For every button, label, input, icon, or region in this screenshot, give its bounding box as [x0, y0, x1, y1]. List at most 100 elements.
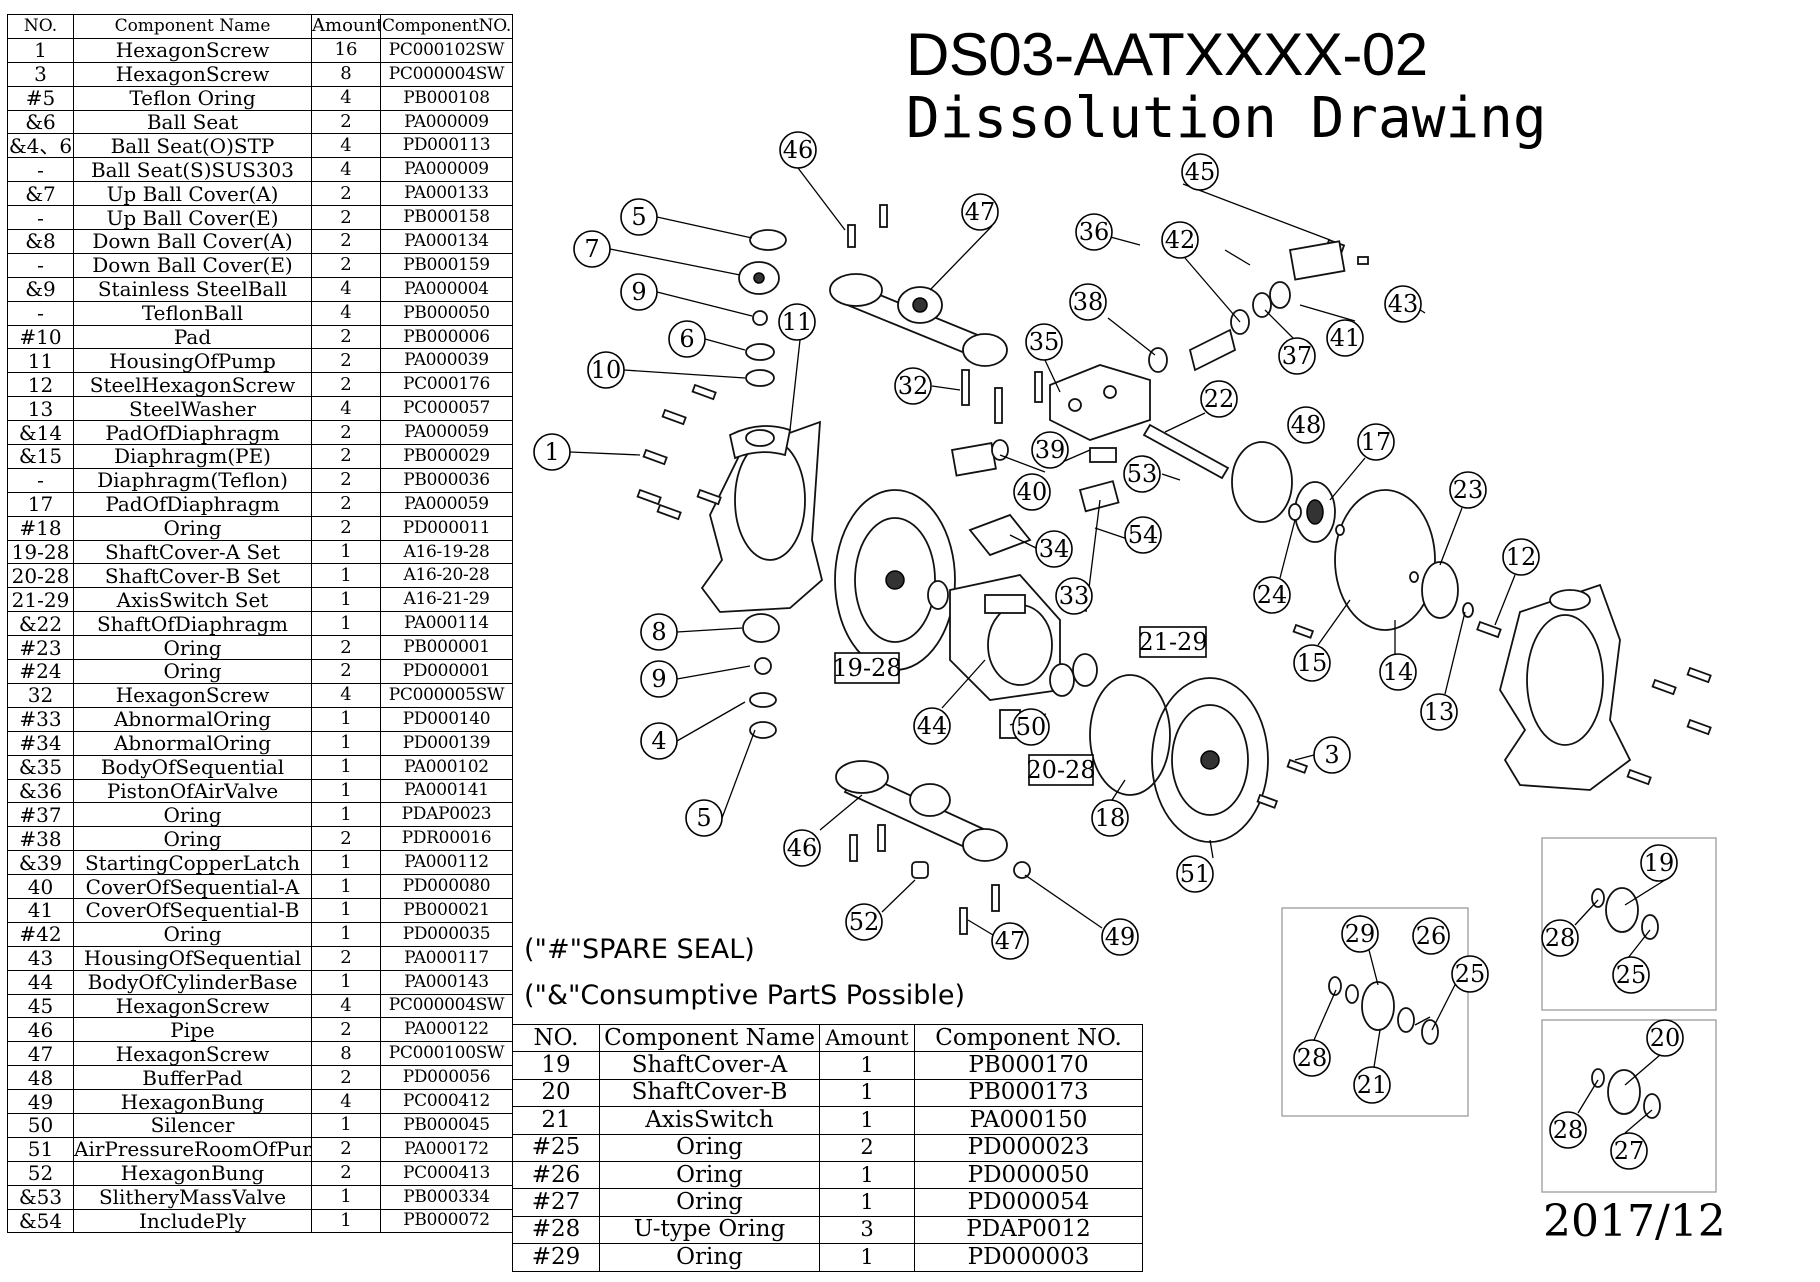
main-table-cell: 2: [311, 1136, 381, 1162]
sub-table-cell: Oring: [599, 1160, 820, 1190]
sub-table-cell: ShaftCover-B: [599, 1078, 820, 1108]
leader-line: [676, 627, 743, 633]
leader-line: [1107, 317, 1156, 356]
sub-table-cell: 19: [512, 1051, 600, 1080]
callout-46: 46: [783, 829, 821, 867]
sub-table-cell: Oring: [599, 1188, 820, 1217]
main-table-cell: 50: [7, 1112, 74, 1138]
callout-23: 23: [1449, 471, 1487, 509]
pump-housing-right: [1499, 583, 1632, 791]
main-table-cell: PB000050: [380, 300, 513, 326]
main-table-cell: HexagonScrew: [73, 61, 312, 87]
main-table-cell: 4: [311, 682, 381, 708]
main-table-cell: PA000039: [380, 348, 513, 374]
main-table-cell: 1: [311, 897, 381, 923]
pad-of-diaphragm: [1421, 561, 1459, 619]
main-table-cell: PA000004: [380, 276, 513, 302]
callout-50: 50: [1012, 708, 1050, 746]
main-table-cell: Oring: [73, 802, 312, 828]
sub-table-cell: #26: [512, 1160, 600, 1190]
main-table-cell: PA000143: [380, 969, 513, 995]
leader-line: [1624, 1054, 1661, 1086]
diaphragm-pad: [1294, 481, 1336, 543]
callout-53: 53: [1123, 455, 1161, 493]
svg-text:5: 5: [631, 203, 646, 231]
main-table-cell: 1: [311, 778, 381, 804]
main-table-cell: &54: [7, 1208, 74, 1234]
main-table-cell: 1: [311, 802, 381, 828]
svg-text:51: 51: [1180, 860, 1211, 888]
svg-text:33: 33: [1059, 582, 1090, 610]
leader-line: [1577, 1079, 1599, 1114]
main-table-cell: PD000011: [380, 515, 513, 541]
callout-32: 32: [894, 367, 932, 405]
main-table-cell: HousingOfPump: [73, 348, 312, 374]
main-table-cell: #42: [7, 921, 74, 947]
sub-table-cell: PA000150: [914, 1106, 1143, 1135]
main-table-cell: 8: [311, 61, 381, 87]
main-table-cell: SteelHexagonScrew: [73, 372, 312, 398]
detail-panel-19-28: [1541, 837, 1717, 1011]
main-table-cell: HexagonScrew: [73, 37, 312, 63]
sub-table-cell: 1: [819, 1160, 915, 1190]
leader-line: [941, 659, 986, 709]
callout-15: 15: [1293, 644, 1331, 682]
main-table-cell: TeflonBall: [73, 300, 312, 326]
main-table-cell: 20-28: [7, 563, 74, 589]
callout-33: 33: [1055, 577, 1093, 615]
leader-line: [999, 454, 1046, 473]
main-table-cell: 1: [311, 850, 381, 876]
main-table-cell: ShaftOfDiaphragm: [73, 611, 312, 637]
main-table-cell: Oring: [73, 826, 312, 852]
main-table-cell: PD000113: [380, 133, 513, 159]
callout-19: 19: [1640, 844, 1678, 882]
svg-text:36: 36: [1079, 218, 1110, 246]
box-label-21-29: 21-29: [1138, 626, 1208, 658]
callout-20: 20: [1646, 1019, 1684, 1057]
leader-line: [704, 338, 746, 351]
leader-line: [1294, 754, 1315, 761]
main-table-cell: 1: [311, 563, 381, 589]
leader-line: [1494, 574, 1516, 626]
main-table-cell: Diaphragm(Teflon): [73, 467, 312, 493]
main-table-cell: PA000059: [380, 491, 513, 517]
main-table-cell: 2: [311, 205, 381, 231]
sub-table-cell: 1: [819, 1188, 915, 1217]
callout-29: 29: [1341, 915, 1379, 953]
main-table-cell: 41: [7, 897, 74, 923]
callout-8: 8: [640, 613, 678, 651]
main-table-cell: Pipe: [73, 1017, 312, 1043]
main-table-cell: 4: [311, 300, 381, 326]
main-table-cell: #38: [7, 826, 74, 852]
main-table-cell: PA000133: [380, 181, 513, 207]
main-table-cell: #23: [7, 635, 74, 661]
main-table-cell: 4: [311, 157, 381, 183]
main-table-cell: ShaftCover-B Set: [73, 563, 312, 589]
leader-line: [569, 451, 641, 456]
leader-line: [1373, 1029, 1381, 1068]
diaphragm-shaft: [1142, 423, 1230, 480]
svg-text:47: 47: [965, 198, 996, 226]
main-table-cell: PD000139: [380, 730, 513, 756]
callout-24: 24: [1253, 576, 1291, 614]
main-table-cell: PD000035: [380, 921, 513, 947]
sub-table-cell: 1: [819, 1051, 915, 1080]
main-table-cell: PC000102SW: [380, 37, 513, 63]
main-table-cell: Down Ball Cover(A): [73, 229, 312, 254]
